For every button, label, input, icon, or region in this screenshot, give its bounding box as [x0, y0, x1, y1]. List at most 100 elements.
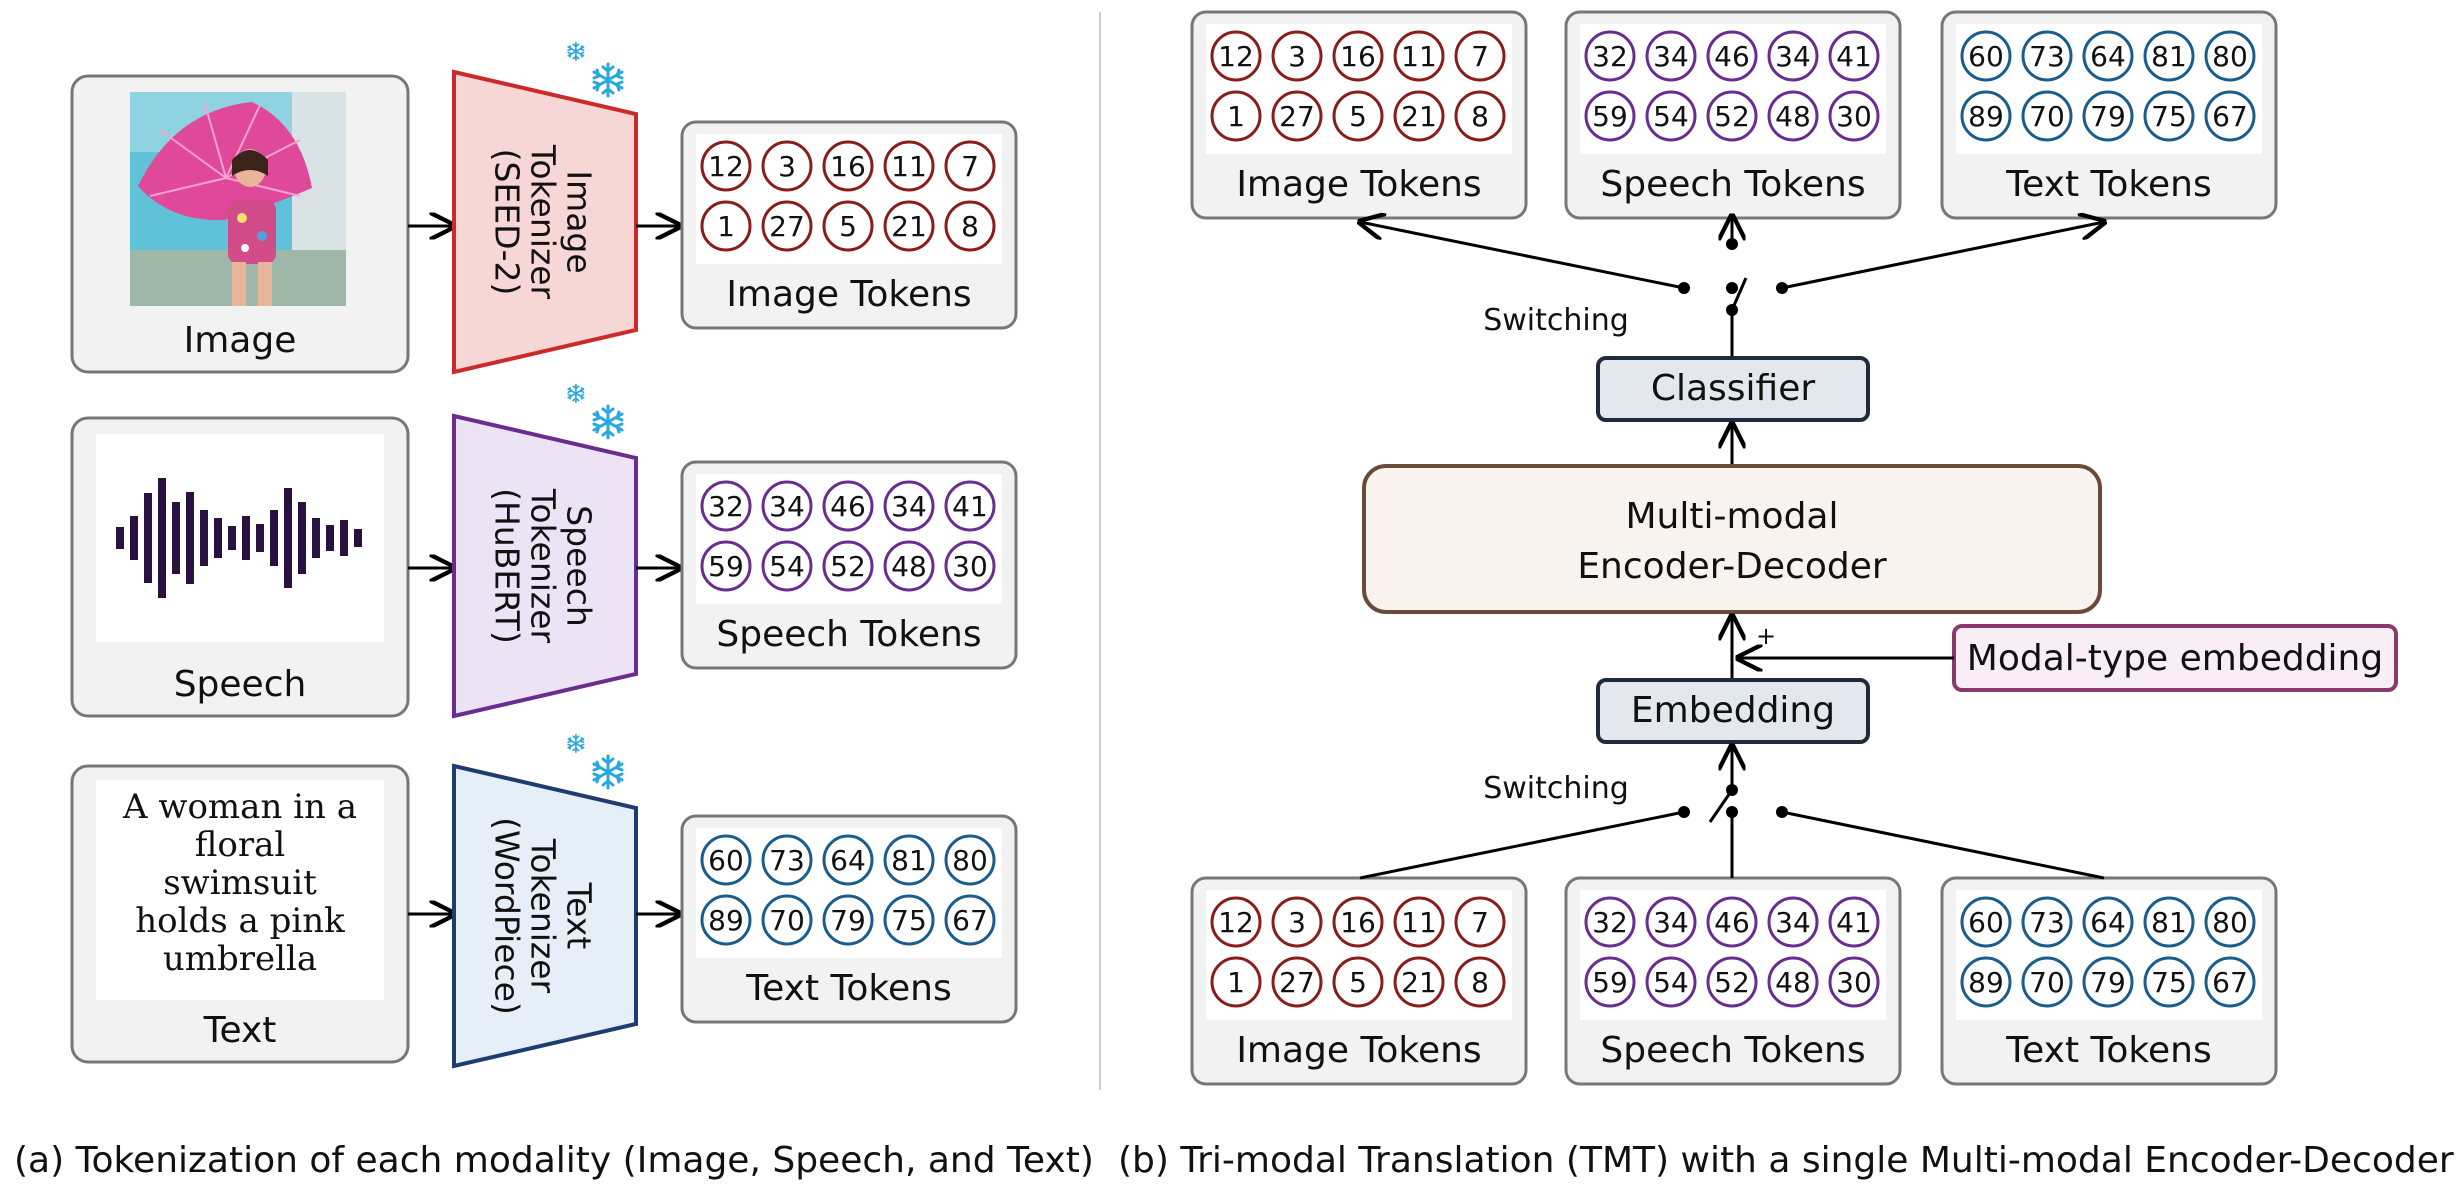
text-sample-line-4: holds a pink — [135, 901, 345, 941]
token-value: 70 — [2029, 966, 2065, 999]
token-value: 3 — [778, 150, 796, 183]
token-circle — [944, 480, 996, 532]
token-value: 30 — [952, 550, 988, 583]
token-value: 8 — [1471, 100, 1489, 133]
token-value: 59 — [1592, 966, 1628, 999]
token-value: 46 — [830, 490, 866, 523]
text-sample-line-3: swimsuit — [163, 863, 317, 903]
token-circle — [2143, 90, 2195, 142]
token-box-label: Image Tokens — [1236, 164, 1481, 205]
encdec-line-2: Encoder-Decoder — [1577, 546, 1887, 587]
token-value: 3 — [1288, 40, 1306, 73]
token-value: 59 — [1592, 100, 1628, 133]
token-circle — [2204, 30, 2256, 82]
token-circle — [1828, 956, 1880, 1008]
caption-b: (b) Tri-modal Translation (TMT) with a s… — [1118, 1140, 2454, 1181]
token-circle — [883, 140, 935, 192]
token-circle — [1332, 896, 1384, 948]
token-value: 59 — [708, 550, 744, 583]
token-value: 46 — [1714, 40, 1750, 73]
token-circle — [1393, 896, 1445, 948]
token-circle — [883, 834, 935, 886]
token-circle — [1271, 90, 1323, 142]
token-circle — [2143, 896, 2195, 948]
speech-tokenizer-line-3: (HuBERT) — [488, 488, 527, 644]
token-value: 70 — [2029, 100, 2065, 133]
token-value: 7 — [961, 150, 979, 183]
token-circle — [1454, 30, 1506, 82]
token-value: 7 — [1471, 40, 1489, 73]
token-circle — [700, 480, 752, 532]
token-circle — [822, 480, 874, 532]
frozen-snowflake-icon — [567, 383, 624, 440]
token-value: 34 — [769, 490, 805, 523]
waveform-bar — [228, 526, 236, 550]
modal-type-embedding-block: Modal-type embedding — [1952, 624, 2398, 692]
token-circle — [1454, 896, 1506, 948]
token-value: 34 — [1775, 40, 1811, 73]
token-circle — [1271, 30, 1323, 82]
text-sample-line-2: floral — [195, 825, 286, 865]
token-value: 16 — [1340, 40, 1376, 73]
waveform-bar — [284, 488, 292, 588]
token-value: 67 — [2212, 100, 2248, 133]
waveform-bar — [270, 510, 278, 566]
token-value: 1 — [717, 210, 735, 243]
token-circle — [944, 834, 996, 886]
text-sample-line-1: A woman in a — [122, 787, 357, 827]
token-circle — [944, 540, 996, 592]
token-circle — [1767, 90, 1819, 142]
token-value: 12 — [708, 150, 744, 183]
token-circle — [1454, 90, 1506, 142]
token-value: 3 — [1288, 906, 1306, 939]
token-value: 11 — [1401, 906, 1437, 939]
token-value: 5 — [1349, 100, 1367, 133]
modal-type-embedding-label: Modal-type embedding — [1967, 638, 2383, 679]
token-value: 12 — [1218, 40, 1254, 73]
token-circle — [1271, 896, 1323, 948]
token-value: 75 — [2151, 966, 2187, 999]
speech-input-box: Speech — [70, 416, 410, 718]
token-circle — [761, 480, 813, 532]
token-circle — [761, 140, 813, 192]
image-tokenizer-line-2: Tokenizer — [524, 144, 563, 300]
token-circle — [1332, 90, 1384, 142]
token-circle — [1271, 956, 1323, 1008]
token-value: 30 — [1836, 100, 1872, 133]
token-value: 48 — [1775, 100, 1811, 133]
token-value: 80 — [952, 844, 988, 877]
speech-waveform — [116, 478, 362, 598]
token-value: 79 — [2090, 100, 2126, 133]
token-circle — [1767, 956, 1819, 1008]
token-circle — [700, 540, 752, 592]
token-circle — [2204, 896, 2256, 948]
token-box-label: Text Tokens — [2005, 164, 2211, 205]
token-circle — [822, 140, 874, 192]
waveform-bar — [256, 524, 264, 552]
token-circle — [1210, 90, 1262, 142]
token-circle — [2204, 956, 2256, 1008]
text-tokenizer-line-3: (WordPiece) — [488, 817, 527, 1015]
token-value: 54 — [1653, 966, 1689, 999]
token-circle — [700, 200, 752, 252]
token-circle — [761, 540, 813, 592]
waveform-bar — [158, 478, 166, 598]
image-input-box: Image — [70, 74, 410, 374]
token-circle — [1393, 956, 1445, 1008]
waveform-bar — [298, 502, 306, 574]
classifier-block: Classifier — [1596, 356, 1870, 422]
token-box-label: Speech Tokens — [716, 614, 981, 655]
token-value: 11 — [891, 150, 927, 183]
token-circle — [1584, 30, 1636, 82]
token-value: 89 — [1968, 966, 2004, 999]
token-value: 70 — [769, 904, 805, 937]
token-value: 64 — [2090, 906, 2126, 939]
token-value: 8 — [1471, 966, 1489, 999]
token-circle — [2021, 896, 2073, 948]
token-circle — [2143, 30, 2195, 82]
token-circle — [1393, 30, 1445, 82]
